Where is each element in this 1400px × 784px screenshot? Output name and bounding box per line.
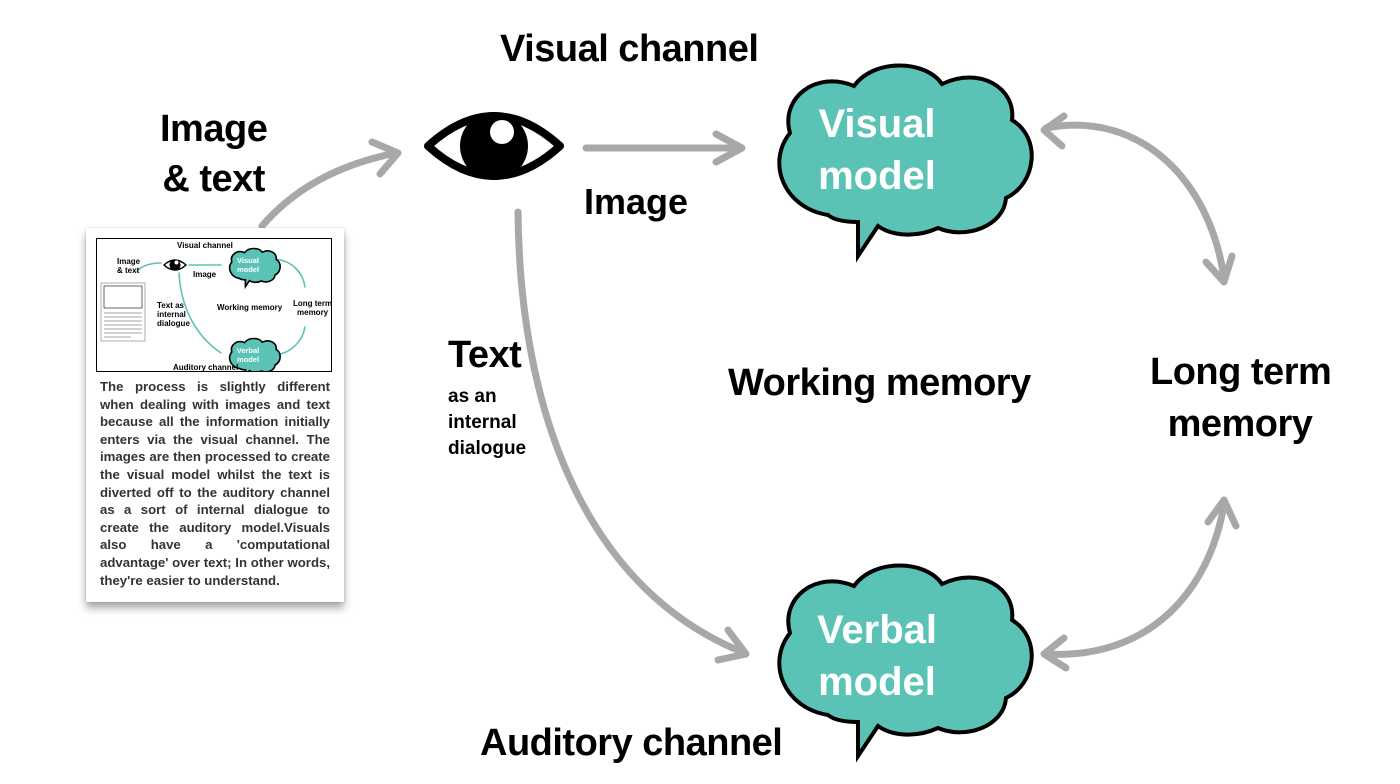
arrowhead-verbal-longterm-a — [1040, 634, 1070, 672]
document-thumbnail: Visual channel Image & text Image Visual… — [86, 228, 344, 602]
document-paragraph: The process is slightly different when d… — [100, 379, 330, 588]
mini-verbal-model-2: model — [236, 355, 260, 364]
eye-icon — [424, 112, 564, 180]
arrowhead-verbal-longterm-b — [1204, 496, 1240, 530]
image-and-text-line2: & text — [162, 158, 265, 200]
mini-text-as-2: internal — [157, 310, 186, 319]
image-and-text-label: Image & text — [160, 104, 268, 204]
visual-model-label: Visual model — [800, 98, 954, 202]
mini-nested-thumbnail — [100, 282, 146, 342]
long-term-line2: memory — [1167, 403, 1313, 445]
mini-working-memory: Working memory — [217, 303, 283, 312]
arrow-verbal-longterm — [1042, 500, 1228, 658]
visual-channel-label: Visual channel — [500, 28, 759, 70]
image-and-text-line1: Image — [160, 108, 268, 150]
mini-image-text-1: Image — [117, 257, 141, 266]
mini-visual-model-2: model — [236, 265, 260, 274]
mini-image-text-2: & text — [117, 266, 140, 275]
text-subtitle-line1: as an — [448, 386, 497, 407]
mini-auditory-channel: Auditory channel — [173, 363, 239, 372]
arrowhead-eye-to-visual — [712, 130, 746, 166]
long-term-line1: Long term — [1150, 351, 1332, 393]
text-subtitle-line3: dialogue — [448, 438, 527, 459]
arrow-eye-to-verbal — [514, 208, 746, 656]
verbal-model-line1: Verbal — [816, 608, 938, 652]
mini-image: Image — [193, 270, 217, 279]
mini-diagram-graphics — [100, 247, 306, 371]
visual-model-line2: model — [818, 154, 936, 198]
mini-long-term-2: memory — [297, 308, 329, 317]
mini-long-term-1: Long term — [293, 299, 332, 308]
document-mini-diagram: Visual channel Image & text Image Visual… — [96, 238, 332, 372]
text-subtitle: as an internal dialogue — [448, 384, 526, 462]
mini-text-as-3: dialogue — [157, 319, 190, 328]
verbal-model-label: Verbal model — [800, 604, 954, 708]
arrowhead-visual-longterm-b — [1202, 252, 1236, 286]
text-label: Text — [448, 334, 522, 376]
image-label: Image — [584, 181, 689, 222]
mini-eye-icon — [162, 259, 188, 271]
mini-text-as-1: Text as — [157, 301, 184, 310]
mini-visual-channel: Visual channel — [177, 241, 233, 250]
auditory-channel-label: Auditory channel — [480, 722, 783, 764]
visual-model-line1: Visual — [818, 102, 936, 146]
mini-verbal-model-1: Verbal — [236, 346, 260, 355]
mini-visual-model-1: Visual — [237, 256, 259, 265]
arrowhead-visual-longterm-a — [1040, 112, 1068, 150]
arrowhead-doc-to-eye — [368, 138, 402, 178]
arrow-doc-to-eye — [258, 149, 400, 230]
verbal-model-line2: model — [818, 660, 936, 704]
long-term-memory-label: Long term memory — [1150, 346, 1332, 450]
arrow-visual-longterm — [1042, 121, 1228, 282]
working-memory-label: Working memory — [728, 362, 1031, 404]
text-subtitle-line2: internal — [448, 412, 517, 433]
arrowhead-eye-to-verbal — [714, 626, 750, 664]
